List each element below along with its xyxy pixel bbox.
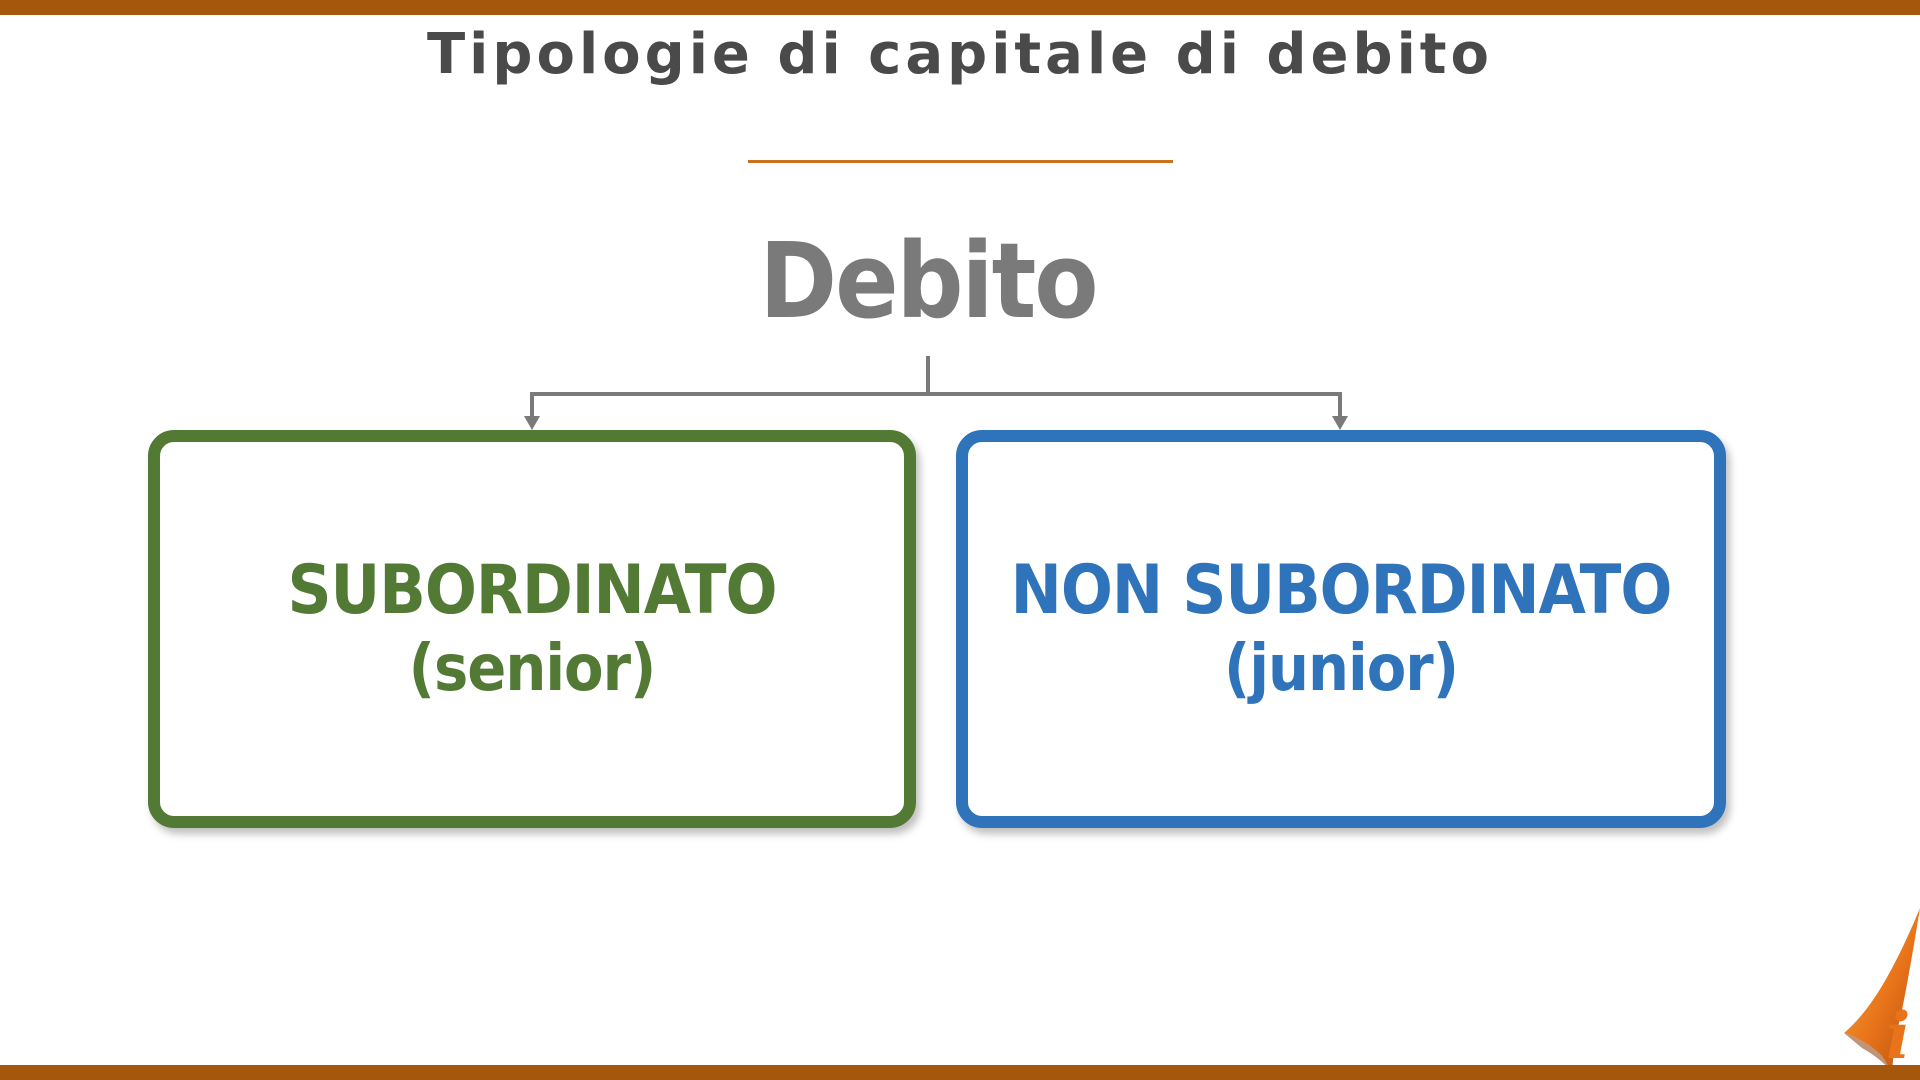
svg-text:i: i [1886, 999, 1910, 1074]
page-curl-info-icon: i [1844, 908, 1920, 1076]
top-border-bar [0, 0, 1920, 15]
slide-title: Tipologie di capitale di debito [426, 22, 1494, 87]
node-non-subordinato-subtitle: (junior) [1223, 632, 1459, 707]
arrow-head-right [1332, 416, 1348, 430]
arrow-head-left [524, 416, 540, 430]
bottom-border-bar [0, 1065, 1920, 1080]
node-subordinato-subtitle: (senior) [408, 632, 657, 707]
node-subordinato: SUBORDINATO (senior) [148, 430, 916, 828]
node-non-subordinato: NON SUBORDINATO (junior) [956, 430, 1726, 828]
diagram-root-label: Debito [759, 220, 1098, 342]
node-non-subordinato-title: NON SUBORDINATO [1010, 550, 1673, 630]
node-subordinato-title: SUBORDINATO [287, 550, 777, 630]
title-divider [748, 160, 1173, 163]
